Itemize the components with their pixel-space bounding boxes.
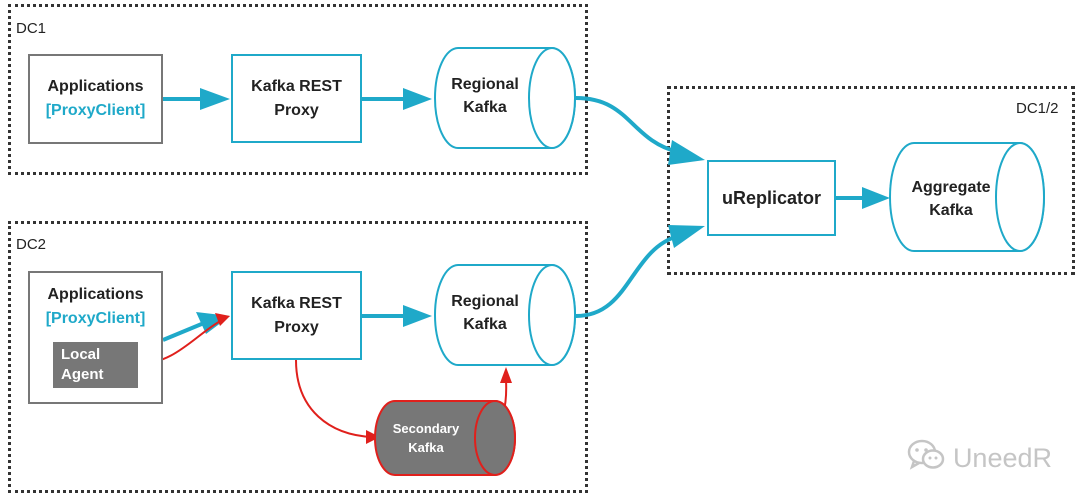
dc1-label: DC1 [16, 20, 47, 37]
dc1-proxy-box: Kafka REST Proxy [231, 54, 362, 143]
dc2-label: DC2 [16, 236, 47, 253]
dc2-proxy-box: Kafka REST Proxy [231, 271, 362, 360]
dc2-proxyclient-label: [ProxyClient] [45, 310, 146, 327]
dc1-applications-title: Applications [47, 78, 144, 95]
local-agent-box: Local Agent [53, 342, 138, 388]
dc1-proxyclient-label: [ProxyClient] [45, 102, 146, 119]
dc2-regional-line1: Regional [451, 293, 519, 310]
dc1-applications-box: Applications [ProxyClient] [28, 54, 163, 144]
dc2-proxy-line2: Proxy [274, 318, 319, 336]
dc2-zone [8, 221, 588, 493]
local-agent-line1: Local [61, 346, 101, 363]
dc1-regional-line1: Regional [451, 76, 519, 93]
dc1-proxy-line2: Proxy [274, 101, 319, 119]
watermark-text: UneedR [952, 443, 1052, 473]
ureplicator-box: uReplicator [707, 160, 836, 236]
dc1-proxy-line1: Kafka REST [251, 77, 342, 95]
dc2-regional-label: Regional Kafka [435, 290, 535, 336]
arrow-dc1-app-to-proxy [163, 88, 230, 110]
secondary-kafka-label: Secondary Kafka [376, 419, 476, 457]
arrow-dc2-proxy-to-regional [362, 305, 432, 327]
watermark: UneedR [907, 439, 1052, 478]
ureplicator-label: uReplicator [721, 188, 822, 208]
dc1-regional-line2: Kafka [463, 99, 507, 116]
regional-kafka-dc2-cylinder [434, 264, 576, 366]
secondary-kafka-line2: Kafka [408, 440, 444, 455]
arrow-regional2-to-ureplicator [575, 225, 705, 318]
secondary-kafka-line1: Secondary [392, 421, 460, 436]
dc2-applications-title: Applications [47, 286, 144, 303]
aggregate-kafka-line2: Kafka [929, 202, 973, 219]
regional-kafka-dc1-cylinder [434, 47, 576, 149]
local-agent-line2: Agent [61, 366, 104, 383]
aggregate-kafka-cylinder [889, 142, 1045, 252]
arrow-dc1-proxy-to-regional [362, 88, 432, 110]
arrow-proxy-to-secondary [295, 359, 380, 444]
dc2-regional-line2: Kafka [463, 316, 507, 333]
aggregate-kafka-line1: Aggregate [911, 179, 991, 196]
secondary-kafka-cylinder [374, 400, 516, 476]
wechat-icon [907, 439, 945, 478]
dc1-zone [8, 4, 588, 175]
dc12-label: DC1/2 [1016, 100, 1059, 117]
dc12-zone [667, 86, 1075, 275]
arrow-regional1-to-ureplicator [575, 96, 705, 165]
arrow-ureplicator-to-aggregate [836, 187, 890, 209]
aggregate-kafka-label: Aggregate Kafka [896, 176, 1006, 222]
dc2-proxy-line1: Kafka REST [251, 294, 342, 312]
dc1-regional-label: Regional Kafka [435, 73, 535, 119]
